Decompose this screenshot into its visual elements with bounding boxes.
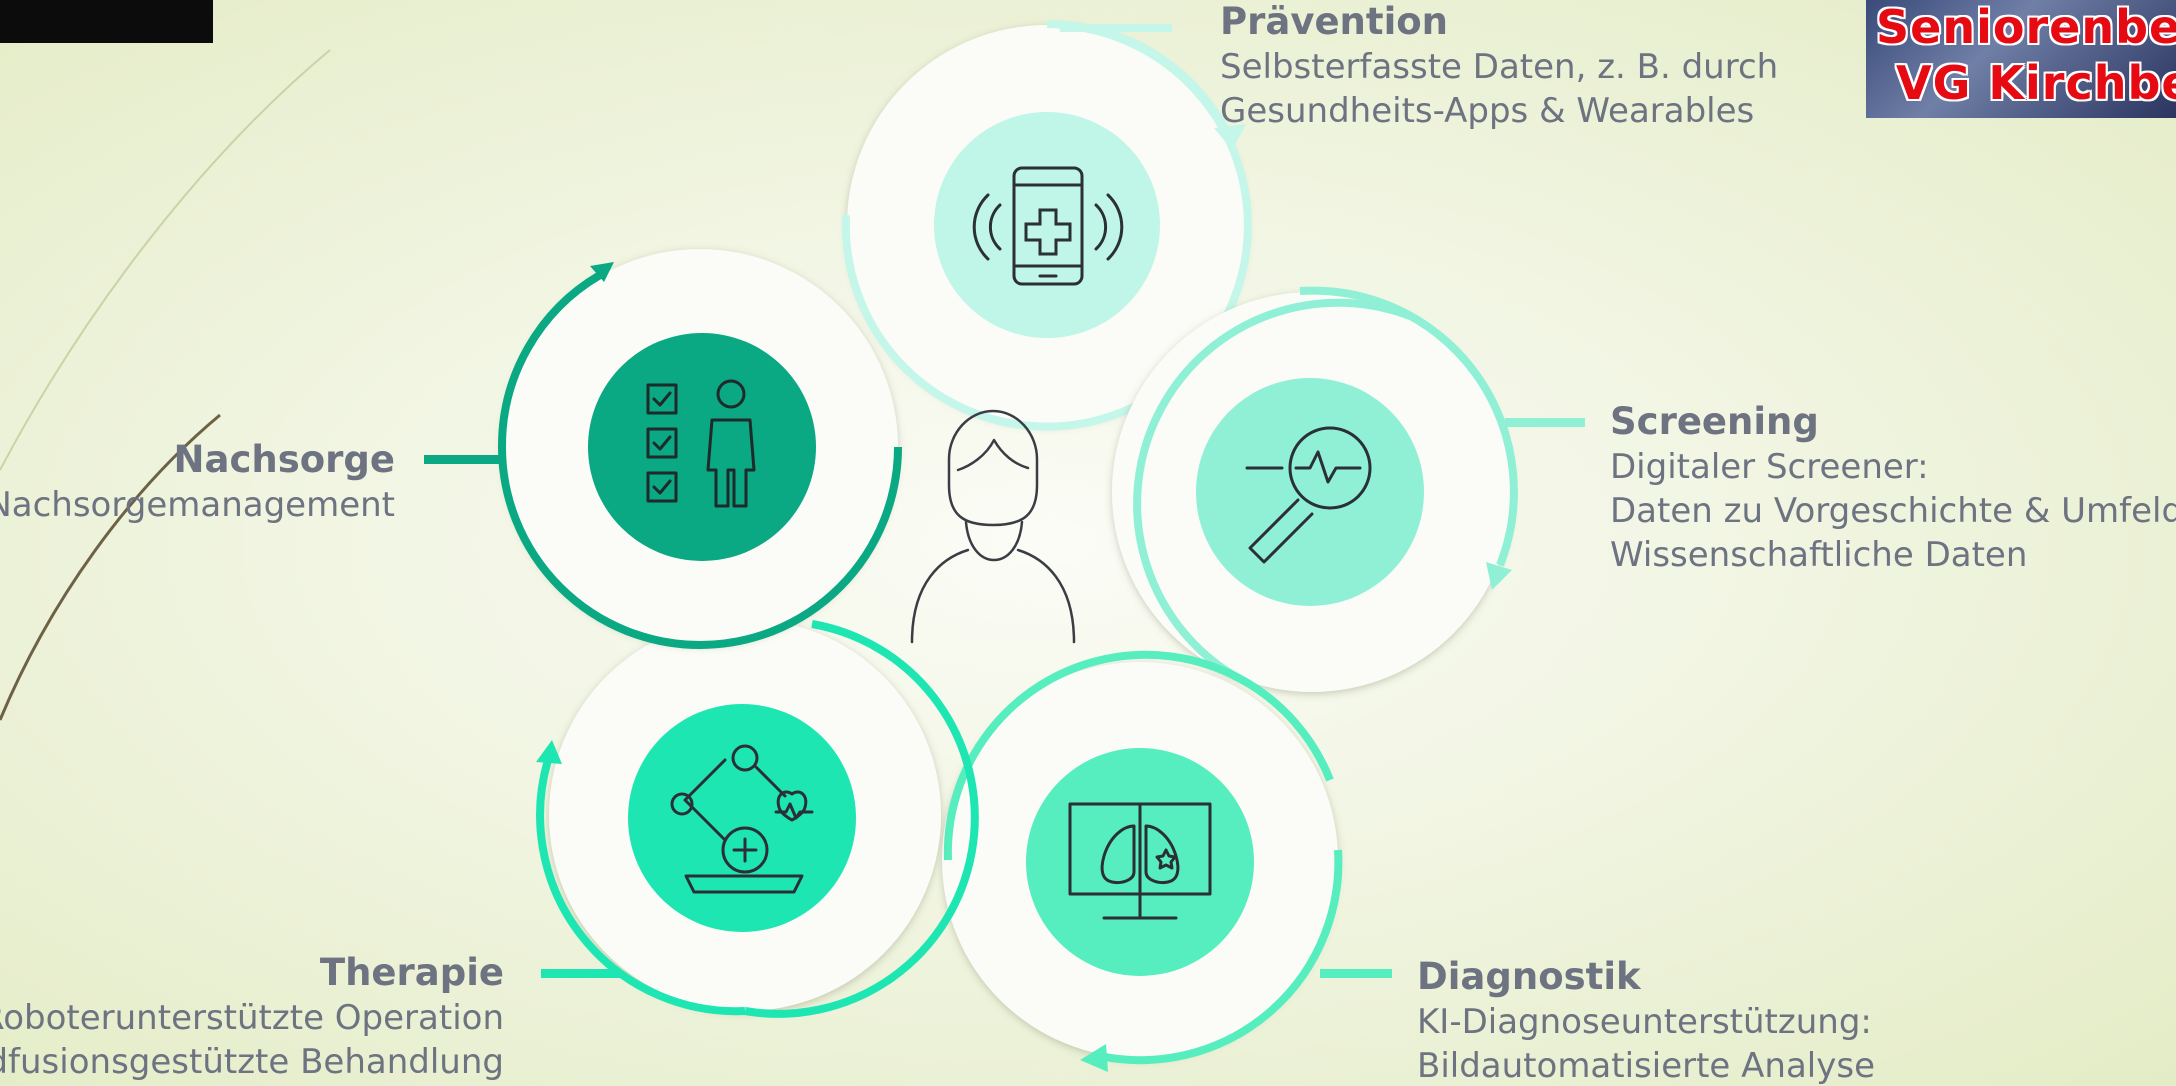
background-swoosh	[0, 413, 221, 721]
therapie-line-2: Bildfusionsgestützte Behandlung	[0, 1042, 504, 1082]
patient-woman-icon	[910, 409, 1076, 644]
disc-praevention	[934, 112, 1160, 338]
seniorenbeirat-logo: Seniorenbe VG Kirchbe	[1866, 0, 2176, 118]
monitor-lungs-icon	[1068, 802, 1212, 920]
disc-nachsorge	[588, 333, 816, 561]
therapie-title: Therapie	[319, 951, 504, 994]
checklist-person-icon	[646, 379, 756, 508]
smartphone-health-icon	[972, 166, 1124, 286]
praevention-line-1: Selbsterfasste Daten, z. B. durch	[1220, 47, 1779, 87]
diagnostik-title: Diagnostik	[1417, 955, 1641, 998]
screening-title: Screening	[1610, 400, 1819, 443]
screening-label: Screening Digitaler Screener: Daten zu V…	[1610, 403, 2176, 572]
praevention-title: Prävention	[1220, 0, 1449, 43]
nachsorge-title: Nachsorge	[173, 438, 395, 481]
therapie-label: Therapie Roboterunterstützte Operation B…	[0, 954, 504, 1079]
diagnostik-line-2: Bildautomatisierte Analyse	[1417, 1046, 1876, 1086]
logo-line-2: VG Kirchbe	[1896, 56, 2176, 110]
thumbnail-image	[0, 0, 213, 43]
magnifier-pulse-icon	[1245, 426, 1372, 564]
therapie-line-1: Roboterunterstützte Operation	[0, 998, 504, 1038]
diagnostik-line-1: KI-Diagnoseunterstützung:	[1417, 1002, 1872, 1042]
praevention-label: Prävention Selbsterfasste Daten, z. B. d…	[1220, 3, 1778, 128]
disc-screening	[1196, 378, 1424, 606]
nachsorge-label: Nachsorge Nachsorgemanagement	[0, 441, 395, 522]
diagnostik-label: Diagnostik KI-Diagnoseunterstützung: Bil…	[1417, 958, 1875, 1083]
disc-therapie	[628, 704, 856, 932]
nachsorge-line-1: Nachsorgemanagement	[0, 485, 395, 525]
robot-arm-icon	[670, 744, 814, 894]
praevention-line-2: Gesundheits-Apps & Wearables	[1220, 91, 1755, 131]
screening-line-2: Daten zu Vorgeschichte & Umfeld	[1610, 491, 2176, 531]
screening-line-3: Wissenschaftliche Daten	[1610, 535, 2028, 575]
screening-line-1: Digitaler Screener:	[1610, 447, 1929, 487]
background-swoosh	[0, 49, 331, 471]
logo-line-1: Seniorenbe	[1876, 0, 2176, 54]
